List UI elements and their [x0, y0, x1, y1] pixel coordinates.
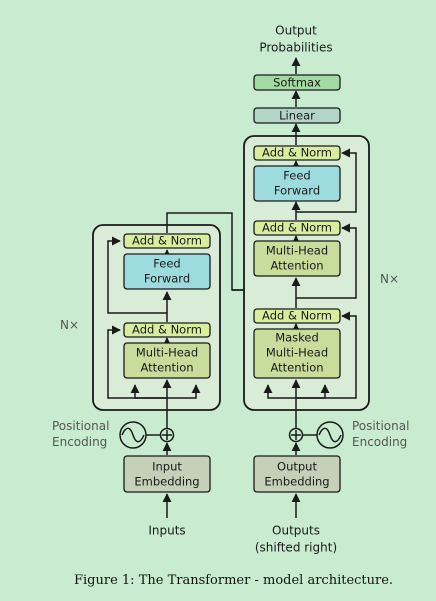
decoder-masked-attention [253, 328, 341, 379]
decoder-embedding-label-1: Output [277, 460, 317, 474]
decoder-residual-2 [296, 223, 357, 299]
encoder-residual-1 [107, 325, 167, 399]
encoder-ff-label-1: Feed [153, 257, 180, 271]
encoder-add-norm-bottom-label: Add & Norm [132, 323, 202, 337]
decoder-positional-label-2: Encoding [352, 435, 407, 449]
encoder-ff-label-2: Forward [144, 272, 190, 286]
decoder-mha-label-1: Multi-Head [266, 244, 328, 258]
output-probabilities-label-2: Probabilities [259, 41, 332, 55]
decoder-repeat-label: N× [380, 272, 399, 286]
encoder-add-norm-bottom [123, 322, 211, 338]
encoder-positional-label-1: Positional [52, 419, 109, 433]
encoder-add-norm-top-label: Add & Norm [132, 234, 202, 248]
decoder-positional-label-1: Positional [352, 419, 409, 433]
encoder-inputs-label: Inputs [148, 524, 185, 538]
encoder-attn-split-r [167, 384, 201, 399]
decoder-masked-label-3: Attention [270, 361, 323, 375]
encoder-mha-label-2: Attention [140, 361, 193, 375]
encoder-embedding-label-2: Embedding [134, 475, 199, 489]
decoder-add-norm-bottom-label: Add & Norm [262, 309, 332, 323]
encoder-repeat-label: N× [60, 318, 79, 332]
encoder-add-norm-top [123, 233, 211, 249]
decoder-feed-forward [253, 165, 341, 202]
encoder-mha-label-1: Multi-Head [136, 346, 198, 360]
encoder-input-embedding [123, 455, 211, 493]
linear-box [253, 107, 341, 124]
decoder-add-norm-top [253, 145, 341, 161]
encoder-residual-2 [107, 236, 167, 314]
decoder-outputs-label-1: Outputs [272, 524, 320, 538]
decoder-add-norm-top-label: Add & Norm [262, 146, 332, 160]
encoder-feed-forward [123, 253, 211, 290]
encoder-sine-wave [121, 427, 145, 443]
encoder-stack [92, 224, 221, 411]
softmax-label: Softmax [273, 76, 321, 90]
decoder-embedding-label-2: Embedding [264, 475, 329, 489]
output-probabilities-label-1: Output [275, 24, 317, 38]
decoder-ff-label-1: Feed [283, 169, 310, 183]
decoder-add-norm-mid [253, 220, 341, 236]
figure-caption: Figure 1: The Transformer - model archit… [74, 573, 393, 588]
decoder-residual-3 [296, 148, 357, 213]
decoder-sine-wave [318, 427, 342, 443]
encoder-embedding-label-1: Input [152, 460, 182, 474]
decoder-output-embedding [253, 455, 341, 493]
decoder-plus-circle [288, 427, 304, 443]
decoder-add-norm-bottom [253, 308, 341, 324]
decoder-ff-label-2: Forward [274, 184, 320, 198]
decoder-multi-head-attention [253, 240, 341, 277]
encoder-plus-circle [159, 427, 175, 443]
decoder-mha-label-2: Attention [270, 259, 323, 273]
decoder-masked-split [263, 384, 296, 399]
encoder-positional-label-2: Encoding [52, 435, 107, 449]
decoder-residual-1 [296, 311, 357, 399]
decoder-add-norm-mid-label: Add & Norm [262, 221, 332, 235]
linear-label: Linear [279, 109, 315, 123]
decoder-masked-label-2: Multi-Head [266, 346, 328, 360]
decoder-masked-label-1: Masked [275, 331, 319, 345]
softmax-box [253, 74, 341, 91]
encoder-multi-head-attention [123, 342, 211, 379]
decoder-outputs-label-2: (shifted right) [255, 541, 337, 555]
